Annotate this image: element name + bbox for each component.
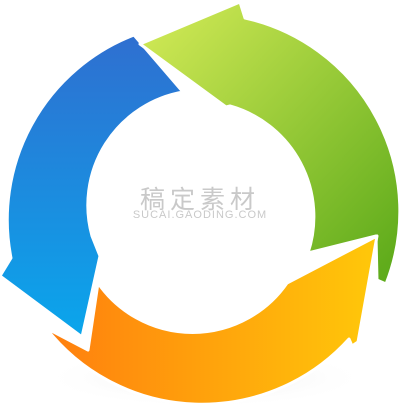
watermark-subtitle: SUCAI.GAODING.COM xyxy=(132,209,268,221)
green-arrow xyxy=(138,0,400,286)
blue-arrow xyxy=(0,33,185,339)
orange-arrow xyxy=(44,234,379,406)
watermark-title: 稿定素材 xyxy=(139,185,260,214)
